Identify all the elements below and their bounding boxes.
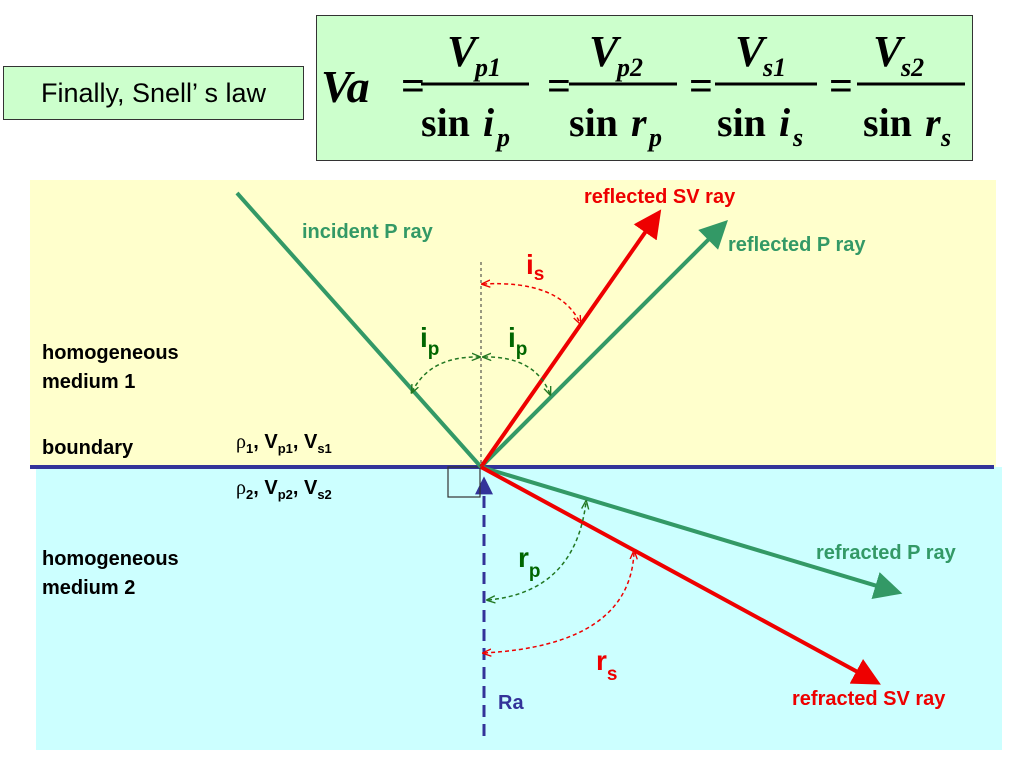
properties-medium-2: ρ2, Vp2, Vs2 (236, 477, 332, 502)
numerator-v: V (447, 27, 480, 76)
label-incident-p: incident P ray (302, 221, 434, 243)
angle-arc-ip-right (484, 357, 550, 394)
numerator-sub: s2 (900, 53, 924, 82)
label-boundary: boundary (42, 437, 134, 459)
angle-arc-is (483, 284, 580, 323)
angle-label-rp: rp (518, 542, 541, 582)
denominator-var: r (925, 100, 941, 145)
sin-text: sin (717, 100, 766, 145)
angle-label-ip-left: ip (420, 322, 439, 360)
equals-sign: = (401, 64, 425, 110)
formula-term-1: V p1 sin i p (421, 27, 529, 152)
denominator-var: r (631, 100, 647, 145)
equals-sign: = (547, 64, 571, 110)
numerator-sub: p1 (473, 53, 501, 82)
sin-text: sin (569, 100, 618, 145)
equals-sign: = (689, 64, 713, 110)
numerator-v: V (735, 27, 768, 76)
label-medium1-line2: medium 1 (42, 371, 135, 393)
equals-sign: = (829, 64, 853, 110)
label-reflected-p: reflected P ray (728, 234, 866, 256)
numerator-sub: s1 (762, 53, 786, 82)
denominator-sub: p (647, 123, 662, 152)
label-refracted-sv: refracted SV ray (792, 688, 946, 710)
right-angle-marker (447, 466, 481, 498)
label-medium2-line2: medium 2 (42, 577, 135, 599)
denominator-var: i (779, 100, 790, 145)
snell-formula: Va = = = = V p1 sin i p V p2 sin r p V (316, 15, 973, 161)
label-medium2-line1: homogeneous (42, 548, 179, 570)
label-reflected-sv: reflected SV ray (584, 186, 736, 208)
label-normal-ra: Ra (498, 692, 524, 714)
formula-term-4: V s2 sin r s (857, 27, 965, 152)
numerator-v: V (873, 27, 906, 76)
denominator-sub: p (495, 123, 510, 152)
denominator-var: i (483, 100, 494, 145)
label-refracted-p: refracted P ray (816, 542, 957, 564)
properties-medium-1: ρ1, Vp1, Vs1 (236, 431, 332, 456)
reflected-sv-ray (479, 209, 662, 469)
formula-lhs: Va (321, 61, 370, 112)
numerator-v: V (589, 27, 622, 76)
angle-arc-ip-left (412, 357, 479, 392)
angle-arc-rs (484, 552, 634, 653)
formula-term-2: V p2 sin r p (569, 27, 677, 152)
denominator-sub: s (792, 123, 803, 152)
title-text: Finally, Snell’ s law (40, 78, 267, 108)
denominator-sub: s (940, 123, 951, 152)
sin-text: sin (421, 100, 470, 145)
numerator-sub: p2 (615, 53, 643, 82)
label-medium1-line1: homogeneous (42, 342, 179, 364)
refracted-p-ray (480, 465, 903, 599)
formula-term-3: V s1 sin i s (715, 27, 817, 152)
title-box: Finally, Snell’ s law (3, 66, 304, 120)
angle-label-ip-right: ip (508, 322, 527, 360)
reflected-p-ray (479, 220, 728, 469)
sin-text: sin (863, 100, 912, 145)
formula-svg: Va = = = = V p1 sin i p V p2 sin r p V (321, 27, 965, 152)
angle-label-rs: rs (596, 645, 617, 685)
incident-p-ray (235, 191, 483, 469)
angle-label-is: is (526, 249, 544, 285)
